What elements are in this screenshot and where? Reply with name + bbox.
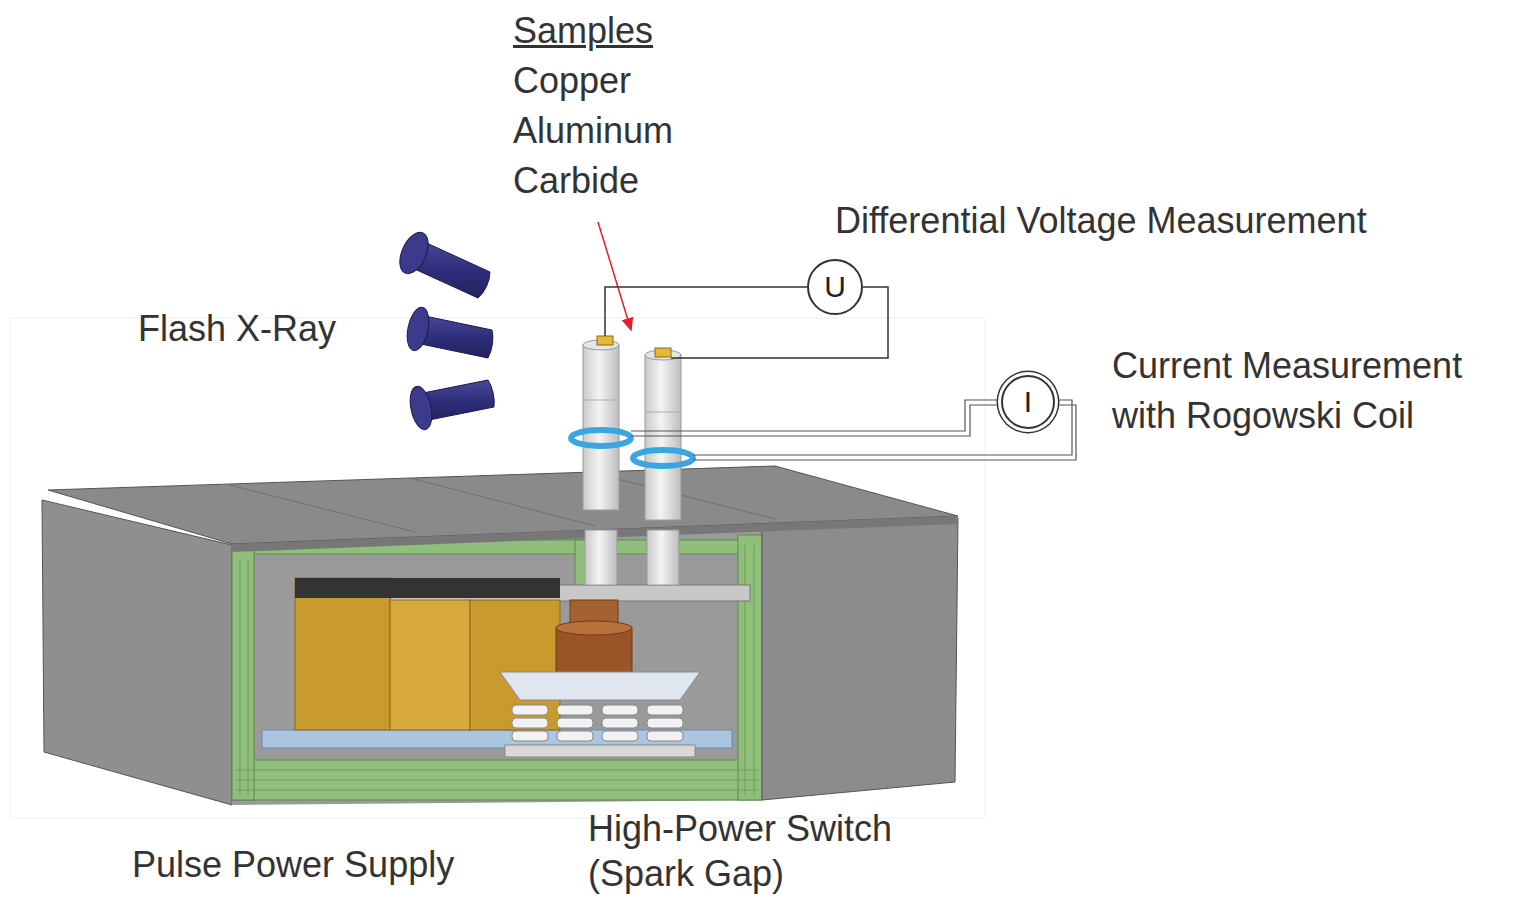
measurement-label: Current Measurement with Rogowski Coil — [1112, 341, 1527, 441]
part-label: High-Power Switch (Spark Gap) — [588, 806, 943, 896]
part-label: Flash X-Ray — [138, 304, 336, 354]
meter-symbol: I — [1024, 387, 1032, 417]
measurement-label: Differential Voltage Measurement — [835, 196, 1367, 246]
ammeter-circle: I — [1001, 375, 1055, 429]
sample-label: Aluminum — [513, 106, 673, 156]
meter-symbol: U — [824, 272, 846, 302]
heading-label: Samples — [513, 6, 653, 56]
sample-label: Copper — [513, 56, 631, 106]
part-label: Pulse Power Supply — [132, 840, 454, 890]
voltmeter-circle: U — [807, 259, 863, 315]
sample-label: Carbide — [513, 156, 639, 206]
